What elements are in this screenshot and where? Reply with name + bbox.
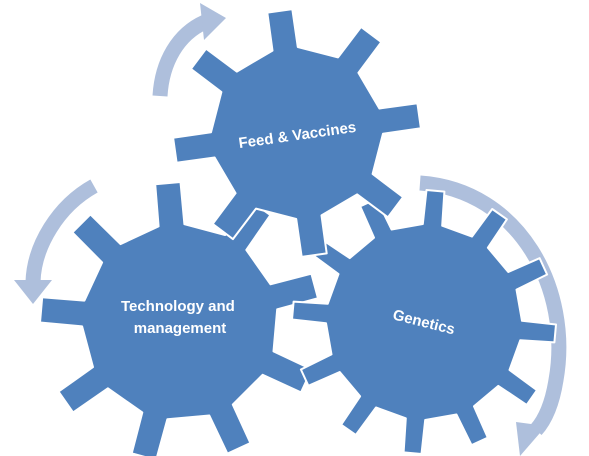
gear-genetics: Genetics <box>291 189 557 455</box>
curved-arrow-left <box>14 179 98 304</box>
gear-label-technology: Technology and management <box>121 298 239 337</box>
gear-feed-vaccines: Feed & Vaccines <box>172 8 422 258</box>
curved-arrow-top-left <box>152 3 226 97</box>
gear-technology: Technology and management <box>39 181 319 456</box>
curved-arrow-right <box>419 175 567 456</box>
